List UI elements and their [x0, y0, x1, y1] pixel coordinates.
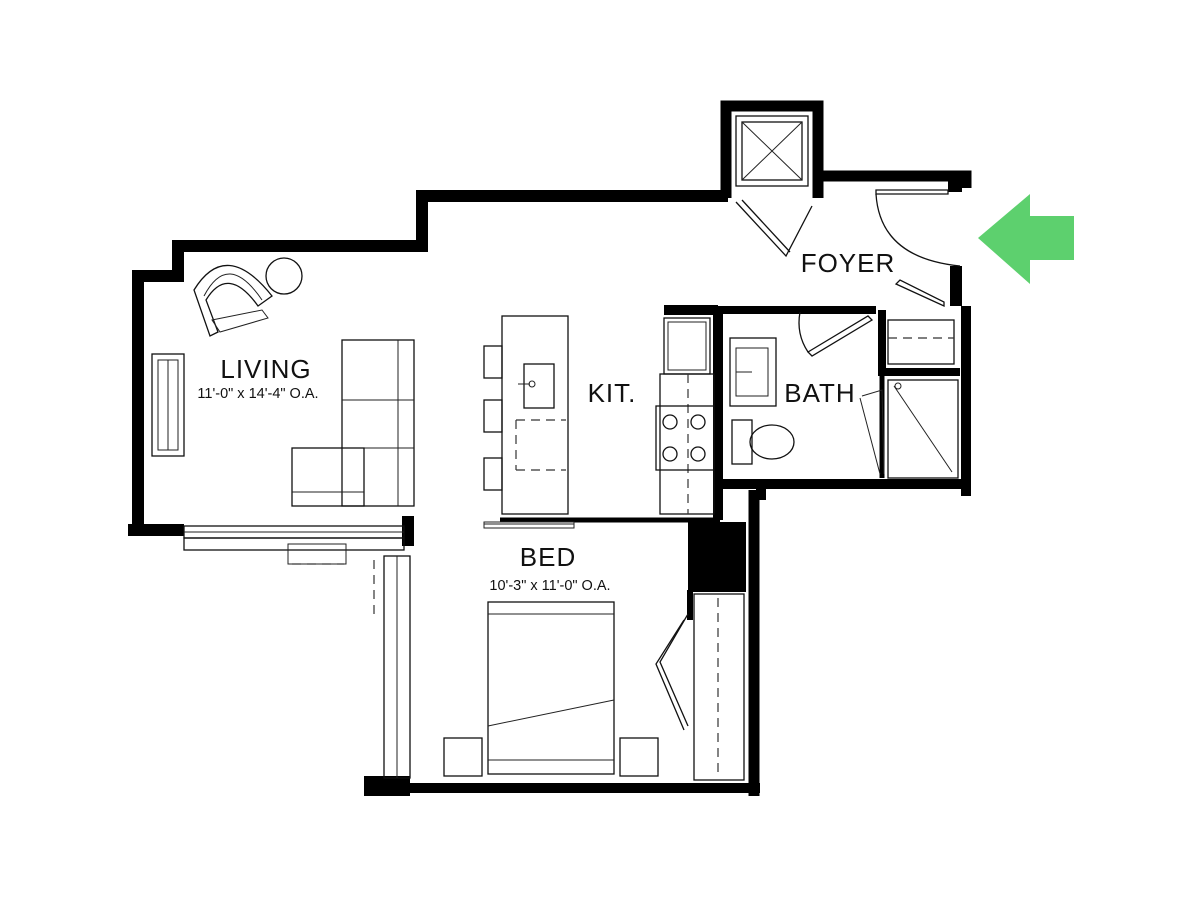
kitchen-island	[483, 315, 575, 529]
entry-arrow-icon	[978, 194, 1074, 284]
room-label-kitchen: KIT.	[588, 378, 637, 408]
room-dimensions-bed: 10'-3" x 11'-0" O.A.	[489, 578, 610, 594]
entry-door	[875, 189, 961, 267]
kitchen-counter	[655, 317, 715, 515]
bottom-window	[183, 525, 411, 779]
living-furniture	[151, 257, 415, 507]
exterior-walls	[128, 100, 972, 796]
room-dimensions-living: 11'-0" x 14'-4" O.A.	[197, 386, 318, 402]
room-label-living: LIVING	[220, 354, 311, 384]
room-label-bath: BATH	[784, 378, 855, 408]
room-label-bed: BED	[520, 542, 576, 572]
bedroom-furniture	[443, 593, 745, 781]
coat-closet	[735, 115, 813, 258]
room-label-foyer: FOYER	[801, 248, 896, 278]
bath-fixtures	[729, 279, 959, 479]
living-wall-segment	[128, 524, 184, 536]
